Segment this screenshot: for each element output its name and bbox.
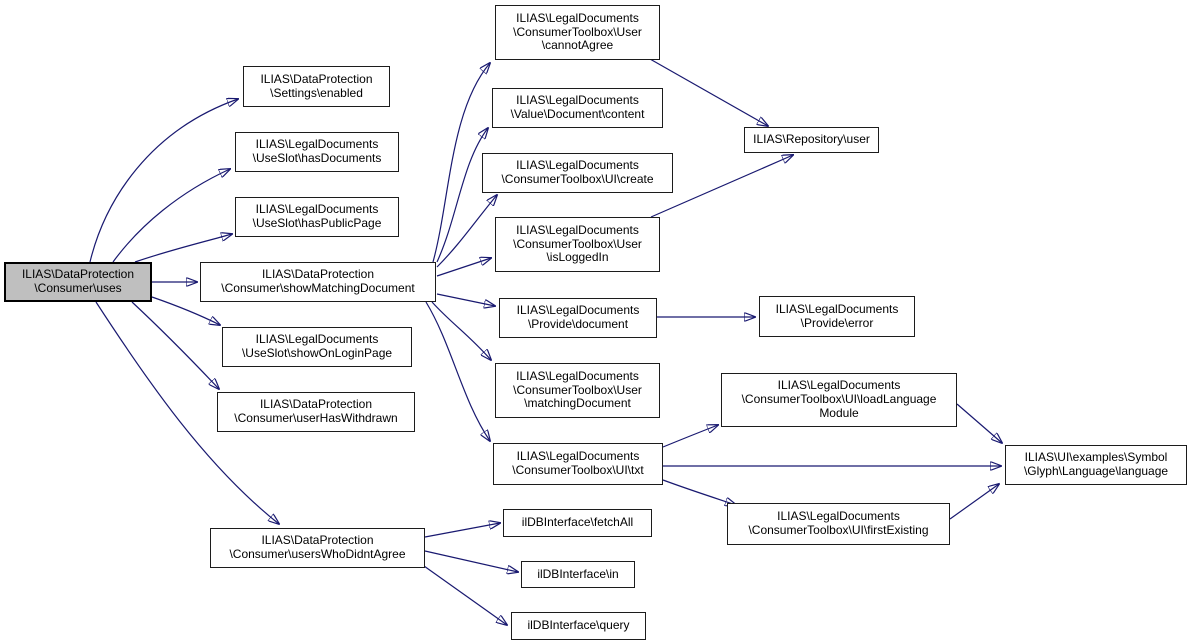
node-ui-txt[interactable]: ILIAS\LegalDocuments \ConsumerToolbox\UI… (493, 443, 663, 485)
node-ildbinterface-query[interactable]: ilDBInterface\query (511, 612, 646, 640)
node-consumer-uses: ILIAS\DataProtection \Consumer\uses (4, 262, 152, 302)
node-user-cannotagree[interactable]: ILIAS\LegalDocuments \ConsumerToolbox\Us… (495, 5, 660, 60)
edge-showMatchingDocument-to-content (436, 128, 488, 263)
edge-showMatchingDocument-to-isLoggedIn (436, 258, 491, 277)
node-user-isloggedin[interactable]: ILIAS\LegalDocuments \ConsumerToolbox\Us… (495, 217, 660, 272)
node-document-content[interactable]: ILIAS\LegalDocuments \Value\Document\con… (492, 88, 663, 128)
node-consumer-userhaswithdrawn[interactable]: ILIAS\DataProtection \Consumer\userHasWi… (217, 392, 415, 432)
edge-usersWhoDidntAgree-to-in (424, 550, 518, 572)
edge-txt-to-firstExisting (662, 479, 736, 505)
edge-firstExisting-to-language (949, 484, 999, 520)
node-repository-user[interactable]: ILIAS\Repository\user (744, 127, 879, 153)
node-ildbinterface-fetchall[interactable]: ilDBInterface\fetchAll (503, 509, 652, 537)
edge-showMatchingDocument-to-txt (425, 301, 490, 441)
node-ui-loadlanguagemodule[interactable]: ILIAS\LegalDocuments \ConsumerToolbox\UI… (721, 373, 957, 427)
edge-uses-to-hasPublicPage (134, 234, 232, 263)
node-user-matchingdocument[interactable]: ILIAS\LegalDocuments \ConsumerToolbox\Us… (495, 363, 660, 418)
edge-uses-to-userHasWithdrawn (131, 301, 219, 389)
node-consumer-showmatchingdocument[interactable]: ILIAS\DataProtection \Consumer\showMatch… (200, 262, 436, 302)
edge-usersWhoDidntAgree-to-fetchAll (424, 523, 500, 538)
node-useslot-hasdocuments[interactable]: ILIAS\LegalDocuments \UseSlot\hasDocumen… (235, 132, 399, 172)
node-ui-create[interactable]: ILIAS\LegalDocuments \ConsumerToolbox\UI… (482, 153, 673, 193)
node-consumer-userswhodidntagree[interactable]: ILIAS\DataProtection \Consumer\usersWhoD… (210, 528, 425, 568)
edge-showMatchingDocument-to-document (436, 293, 495, 306)
edge-loadLanguageModule-to-language (956, 403, 1002, 443)
node-settings-enabled[interactable]: ILIAS\DataProtection \Settings\enabled (243, 66, 390, 107)
node-provide-error[interactable]: ILIAS\LegalDocuments \Provide\error (759, 296, 915, 337)
node-useslot-showonloginpage[interactable]: ILIAS\LegalDocuments \UseSlot\showOnLogi… (222, 327, 412, 367)
node-glyph-language[interactable]: ILIAS\UI\examples\Symbol \Glyph\Language… (1005, 445, 1187, 485)
edge-showMatchingDocument-to-cannotAgree (432, 63, 490, 263)
edge-uses-to-usersWhoDidntAgree (95, 301, 279, 524)
node-provide-document[interactable]: ILIAS\LegalDocuments \Provide\document (499, 298, 657, 338)
edge-usersWhoDidntAgree-to-query (423, 565, 507, 625)
edge-cannotAgree-to-user (649, 58, 768, 126)
node-ui-firstexisting[interactable]: ILIAS\LegalDocuments \ConsumerToolbox\UI… (727, 503, 950, 545)
node-useslot-haspublicpage[interactable]: ILIAS\LegalDocuments \UseSlot\hasPublicP… (235, 197, 399, 237)
node-ildbinterface-in[interactable]: ilDBInterface\in (521, 561, 635, 588)
edge-isLoggedIn-to-user (650, 155, 793, 218)
edge-uses-to-enabled (89, 99, 238, 263)
edge-uses-to-hasDocuments (112, 169, 230, 263)
edge-showMatchingDocument-to-matchingDocument (431, 301, 491, 360)
edge-showMatchingDocument-to-create (436, 195, 497, 268)
edge-uses-to-showOnLoginPage (151, 296, 220, 325)
edge-txt-to-loadLanguageModule (662, 425, 718, 448)
